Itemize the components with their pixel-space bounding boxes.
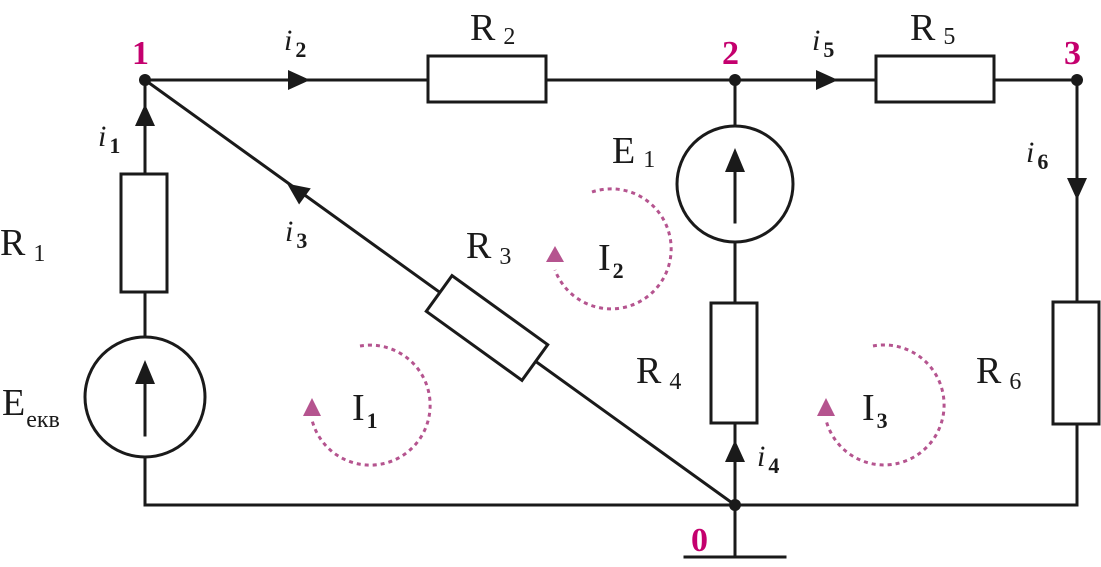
resistor-r1 bbox=[119, 172, 169, 294]
loop-i2-arrow-icon bbox=[546, 246, 564, 262]
node-label-2: 2 bbox=[722, 35, 739, 72]
source-eekv-arrow-icon bbox=[135, 360, 155, 384]
source-e1-arrow-icon bbox=[725, 148, 745, 172]
source-e1 bbox=[675, 124, 795, 244]
label-eekv: Eекв bbox=[2, 382, 60, 433]
node-label-3: 3 bbox=[1064, 35, 1081, 72]
node-label-0: 0 bbox=[691, 522, 708, 559]
loop-i3-arrow-icon bbox=[817, 398, 835, 416]
loop-arrow-i2 bbox=[546, 187, 673, 311]
resistor-r6 bbox=[1051, 300, 1101, 426]
loop-arrow-i3 bbox=[817, 343, 946, 467]
current-arrow-i6-icon bbox=[1067, 178, 1087, 200]
label-loop-i3: I3 bbox=[862, 387, 888, 433]
resistor-r5 bbox=[874, 54, 996, 104]
loop-arrow-i1 bbox=[303, 343, 432, 467]
current-arrow-i5-icon bbox=[816, 70, 838, 90]
source-eekv bbox=[83, 335, 207, 459]
loop-i1-arrow-icon bbox=[303, 398, 321, 416]
node-label-1: 1 bbox=[132, 35, 149, 72]
wires bbox=[142, 77, 1079, 559]
resistor-r4 bbox=[709, 301, 759, 425]
node-dot-1 bbox=[139, 74, 151, 86]
current-arrow-i1-icon bbox=[135, 104, 155, 126]
node-dot-3 bbox=[1071, 74, 1083, 86]
current-arrow-i2-icon bbox=[288, 70, 310, 90]
resistor-r3 bbox=[424, 273, 550, 383]
node-dot-0 bbox=[729, 499, 741, 511]
label-loop-i1: I1 bbox=[352, 387, 378, 433]
node-dot-2 bbox=[729, 74, 741, 86]
label-loop-i2: I2 bbox=[598, 237, 624, 283]
current-arrow-i4-icon bbox=[725, 440, 745, 462]
resistor-r2 bbox=[426, 54, 548, 104]
current-arrow-i3-icon bbox=[287, 183, 311, 205]
